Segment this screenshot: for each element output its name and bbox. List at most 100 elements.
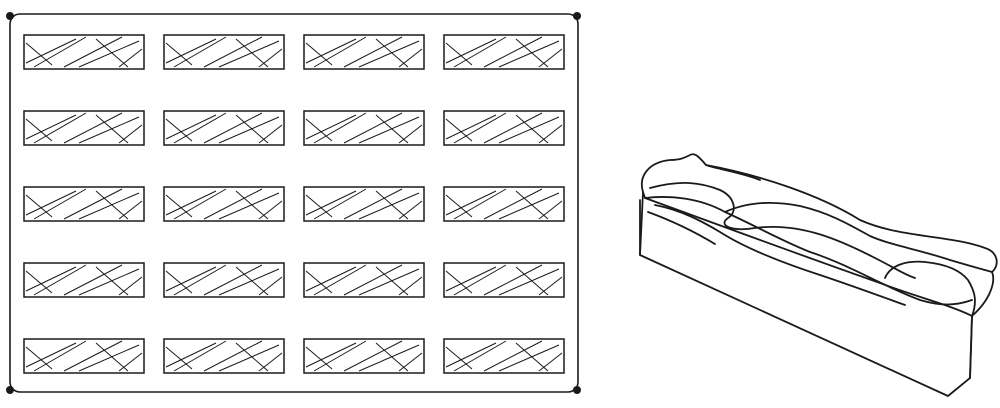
cavity-braid-line bbox=[375, 266, 409, 296]
cavity-braid-line bbox=[25, 194, 53, 218]
product-back-ridge bbox=[705, 164, 998, 273]
cavity-outline bbox=[303, 338, 425, 374]
cavity-braid-line bbox=[258, 352, 283, 372]
cavity-braid-line bbox=[445, 114, 497, 140]
cavity-braid-line bbox=[305, 194, 333, 218]
cavity-braid-line bbox=[165, 270, 193, 294]
cavity-braid-line bbox=[118, 352, 143, 372]
cavity-braid-line bbox=[515, 266, 549, 296]
cavity-braid-line bbox=[25, 118, 53, 142]
cavity-braid-line bbox=[305, 118, 333, 142]
product-twist-strand-5 bbox=[654, 204, 906, 306]
cavity-braid-line bbox=[498, 268, 560, 296]
cavity-braid-line bbox=[445, 270, 473, 294]
cavity-braid-line bbox=[538, 48, 563, 68]
cavity-braid-line bbox=[453, 264, 507, 296]
mold-cavity bbox=[23, 34, 145, 70]
cavity-braid-line bbox=[95, 114, 129, 144]
corner-pin-bottom-left bbox=[6, 386, 14, 394]
cavity-braid-line bbox=[173, 264, 227, 296]
cavity-braid-line bbox=[95, 342, 129, 372]
product-twist-strand-2 bbox=[649, 182, 916, 279]
mold-tray-outline bbox=[9, 13, 579, 393]
cavity-braid-line bbox=[25, 38, 77, 64]
cavity-braid-line bbox=[63, 340, 123, 372]
cavity-braid-line bbox=[515, 114, 549, 144]
cavity-outline bbox=[443, 338, 565, 374]
cavity-braid-line bbox=[25, 270, 53, 294]
cavity-braid-line bbox=[343, 340, 403, 372]
cavity-braid-line bbox=[173, 340, 227, 372]
cavity-braid-line bbox=[78, 192, 140, 220]
cavity-braid-line bbox=[515, 190, 549, 220]
cavity-braid-line bbox=[498, 192, 560, 220]
cavity-outline bbox=[163, 186, 285, 222]
cavity-braid-line bbox=[445, 342, 497, 368]
cavity-braid-line bbox=[515, 38, 549, 68]
cavity-braid-line bbox=[483, 264, 543, 296]
cavity-braid-line bbox=[203, 340, 263, 372]
cavity-braid-line bbox=[398, 48, 423, 68]
cavity-braid-line bbox=[165, 342, 217, 368]
cavity-braid-line bbox=[305, 42, 333, 66]
cavity-braid-line bbox=[313, 112, 367, 144]
cavity-braid-line bbox=[398, 200, 423, 220]
cavity-braid-line bbox=[63, 112, 123, 144]
cavity-braid-line bbox=[258, 48, 283, 68]
cavity-braid-line bbox=[118, 124, 143, 144]
mold-cavity bbox=[163, 34, 285, 70]
cavity-braid-line bbox=[453, 36, 507, 68]
product-3d-view bbox=[639, 153, 998, 397]
cavity-braid-line bbox=[498, 40, 560, 68]
cavity-braid-line bbox=[305, 38, 357, 64]
cavity-braid-line bbox=[445, 118, 473, 142]
cavity-braid-line bbox=[78, 344, 140, 372]
cavity-braid-line bbox=[95, 38, 129, 68]
mold-cavity bbox=[163, 186, 285, 222]
cavity-outline bbox=[23, 186, 145, 222]
cavity-braid-line bbox=[25, 190, 77, 216]
cavity-braid-line bbox=[483, 340, 543, 372]
cavity-braid-line bbox=[63, 36, 123, 68]
cavity-braid-line bbox=[375, 190, 409, 220]
cavity-braid-line bbox=[453, 340, 507, 372]
product-twist-strand-3 bbox=[724, 201, 993, 273]
cavity-braid-line bbox=[343, 112, 403, 144]
cavity-braid-line bbox=[218, 116, 280, 144]
mold-cavity bbox=[303, 262, 425, 298]
product-twist-strand-4 bbox=[884, 260, 976, 317]
cavity-braid-line bbox=[358, 192, 420, 220]
cavity-outline bbox=[163, 338, 285, 374]
cavity-braid-line bbox=[375, 114, 409, 144]
cavity-braid-line bbox=[343, 264, 403, 296]
cavity-braid-line bbox=[33, 36, 87, 68]
cavity-braid-line bbox=[445, 42, 473, 66]
cavity-braid-line bbox=[33, 112, 87, 144]
cavity-braid-line bbox=[218, 192, 280, 220]
cavity-braid-line bbox=[63, 188, 123, 220]
cavity-braid-line bbox=[165, 190, 217, 216]
corner-pin-top-left bbox=[6, 12, 14, 20]
cavity-outline bbox=[163, 110, 285, 146]
cavity-braid-line bbox=[305, 190, 357, 216]
cavity-braid-line bbox=[445, 38, 497, 64]
cavity-braid-line bbox=[235, 266, 269, 296]
cavity-outline bbox=[443, 262, 565, 298]
cavity-braid-line bbox=[78, 40, 140, 68]
cavity-braid-line bbox=[445, 190, 497, 216]
cavity-braid-line bbox=[25, 42, 53, 66]
product-right-end bbox=[969, 271, 994, 379]
cavity-braid-line bbox=[118, 200, 143, 220]
cavity-braid-line bbox=[63, 264, 123, 296]
cavity-braid-line bbox=[218, 268, 280, 296]
cavity-braid-line bbox=[25, 114, 77, 140]
cavity-braid-line bbox=[258, 276, 283, 296]
mold-cavity bbox=[443, 34, 565, 70]
cavity-braid-line bbox=[358, 344, 420, 372]
cavity-braid-line bbox=[235, 114, 269, 144]
cavity-outline bbox=[303, 262, 425, 298]
cavity-outline bbox=[303, 186, 425, 222]
cavity-braid-line bbox=[33, 188, 87, 220]
